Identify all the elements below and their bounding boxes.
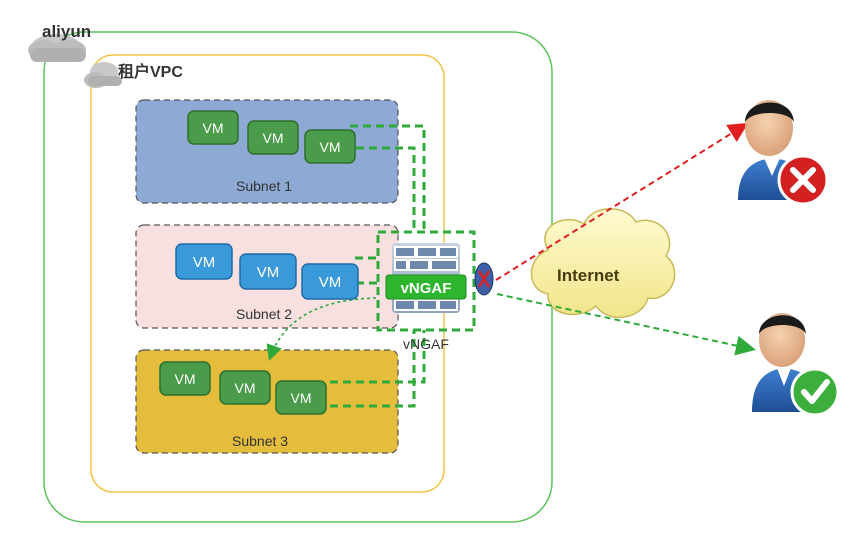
vpc-cloud-icon — [84, 62, 122, 88]
firewall-badge — [385, 274, 467, 300]
internet-label: Internet — [557, 266, 620, 285]
blocked-user-icon — [738, 100, 829, 206]
blocked-port-icon — [474, 262, 494, 296]
vm-label: VM — [320, 139, 341, 155]
internet-cloud — [530, 208, 676, 319]
vm-label: VM — [291, 390, 312, 406]
vm-label: VM — [175, 371, 196, 387]
vm-label: VM — [235, 380, 256, 396]
vm-box: VM — [304, 129, 356, 164]
vm-box: VM — [239, 253, 297, 290]
vm-list: VM VM VM VM VM VM VM VM — [159, 110, 359, 415]
vm-label: VM — [319, 274, 342, 291]
subnet-3-label: Subnet 3 — [232, 433, 288, 449]
vm-box: VM — [301, 263, 359, 300]
vm-label: VM — [263, 130, 284, 146]
vm-box: VM — [187, 110, 239, 145]
allowed-connection-arrow — [496, 293, 756, 356]
vm-box: VM — [175, 243, 233, 280]
vm-box: VM — [219, 370, 271, 405]
vm-box: VM — [275, 380, 327, 415]
subnet-1-label: Subnet 1 — [236, 178, 292, 194]
firewall-caption: vNGAF — [403, 336, 449, 352]
allowed-user-icon — [752, 313, 840, 417]
aliyun-label: aliyun — [42, 22, 91, 41]
blocked-connection-arrow — [495, 122, 749, 281]
aliyun-cloud-icon — [28, 34, 86, 62]
subnet2-to-subnet3-arrow — [266, 297, 377, 362]
vm-box: VM — [159, 361, 211, 396]
vm-label: VM — [193, 254, 216, 271]
subnet-2-label: Subnet 2 — [236, 306, 292, 322]
vpc-label: 租户VPC — [118, 62, 183, 81]
internal-links — [330, 124, 476, 408]
vm-label: VM — [203, 120, 224, 136]
firewall-badge-label: vNGAF — [401, 280, 452, 297]
vm-box: VM — [247, 120, 299, 155]
vm-label: VM — [257, 264, 280, 281]
